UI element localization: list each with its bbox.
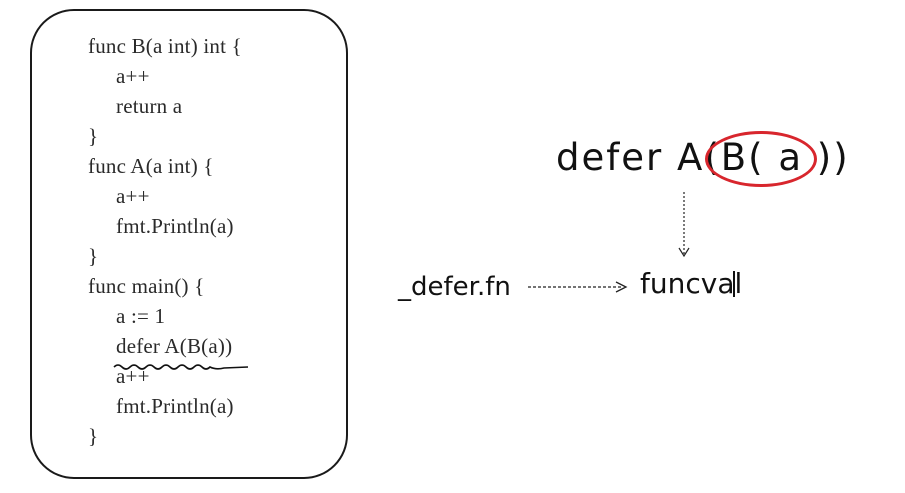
- code-line-main-println: fmt.Println(a): [116, 394, 234, 418]
- code-line-func-a: func A(a int) {: [88, 154, 214, 178]
- code-panel: [30, 9, 348, 479]
- code-line-close-a: }: [88, 244, 99, 268]
- code-line-close-main: }: [88, 424, 99, 448]
- dotted-arrow-down: [678, 192, 690, 258]
- code-line-main-increment: a++: [116, 364, 150, 388]
- code-line-func-b: func B(a int) int {: [88, 34, 242, 58]
- funcval-label: funcval: [640, 267, 743, 300]
- defer-fn-label: _defer.fn: [398, 272, 511, 302]
- code-line-func-main: func main() {: [88, 274, 205, 298]
- code-line-return: return a: [116, 94, 183, 118]
- code-line-defer: defer A(B(a)): [116, 334, 233, 358]
- wavy-underline: [113, 364, 249, 370]
- code-line-a-increment: a++: [116, 184, 150, 208]
- code-line-a-println: fmt.Println(a): [116, 214, 234, 238]
- code-line-b-increment: a++: [116, 64, 150, 88]
- argument-highlight-circle: [705, 131, 817, 187]
- dotted-arrow-right: [528, 281, 628, 293]
- text-cursor: [733, 271, 735, 297]
- code-line-assign: a := 1: [116, 304, 166, 328]
- code-line-close-b: }: [88, 124, 99, 148]
